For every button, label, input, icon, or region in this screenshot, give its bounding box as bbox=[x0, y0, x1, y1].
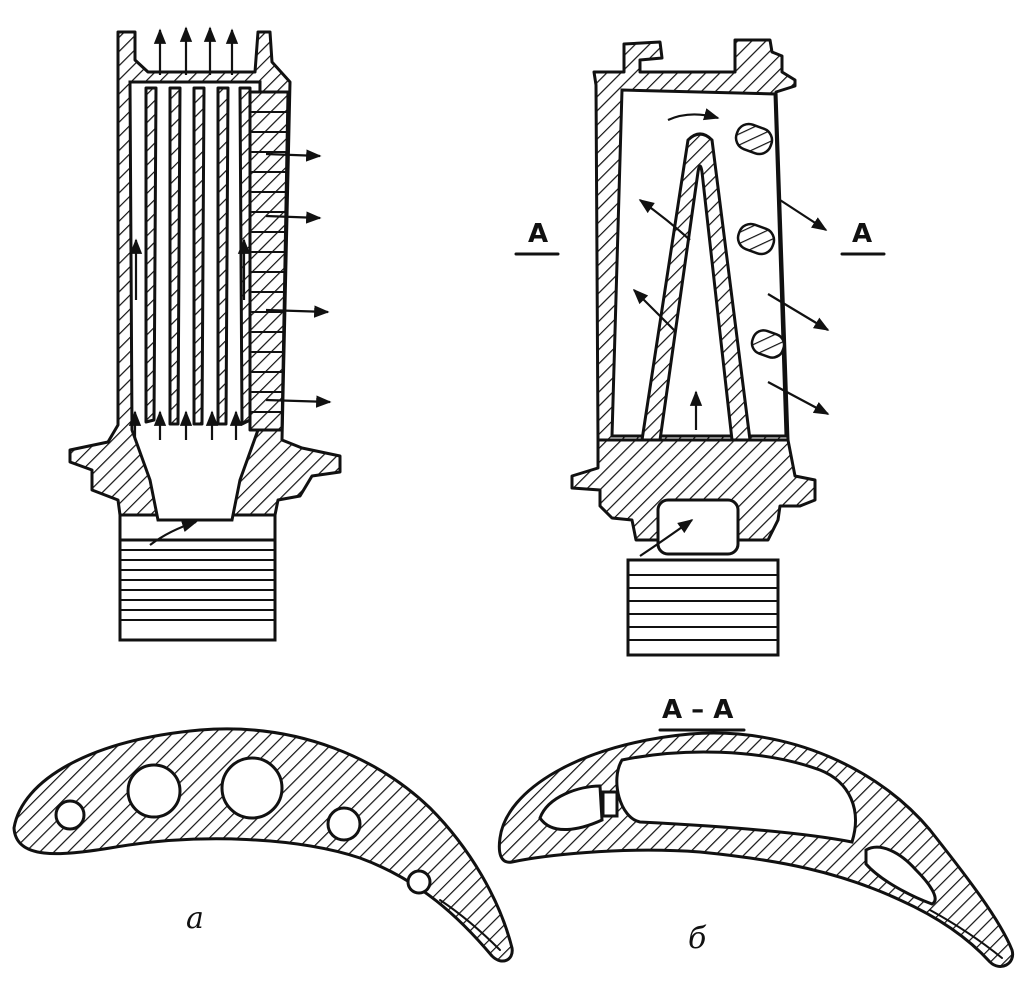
section-title: A – A bbox=[662, 695, 733, 725]
blade-b-pin-fins bbox=[734, 122, 786, 359]
blade-b-airflow-arrows bbox=[632, 108, 830, 557]
profile-a-hole-1 bbox=[54, 799, 86, 831]
section-right-label: A bbox=[852, 219, 872, 249]
section-markers: A A bbox=[514, 219, 886, 256]
blade-a-root bbox=[118, 513, 277, 642]
profile-b-cavity-main bbox=[615, 750, 857, 844]
blade-b-core bbox=[640, 132, 752, 442]
caption-a: а bbox=[186, 901, 204, 936]
section-left-label: A bbox=[528, 219, 548, 249]
blade-a-longitudinal-section bbox=[68, 26, 342, 642]
profile-b-cavity-leading bbox=[538, 784, 604, 832]
profile-a-cross-section: а bbox=[12, 727, 514, 963]
profile-a-hole-4 bbox=[326, 806, 362, 842]
profile-b-cross-section: A – A б bbox=[497, 695, 1015, 968]
profile-b-cavity-trailing bbox=[864, 845, 937, 906]
profile-a-hole-2 bbox=[126, 763, 182, 819]
profile-a-hole-3 bbox=[220, 756, 284, 820]
blade-b-root bbox=[626, 558, 780, 657]
caption-b: б bbox=[688, 921, 707, 956]
blade-a-channel-walls bbox=[144, 86, 252, 426]
blade-a-airflow-arrows bbox=[128, 26, 332, 546]
profile-a-hole-5 bbox=[406, 869, 432, 895]
blade-b-longitudinal-section: A A bbox=[514, 38, 886, 657]
blade-a-trailing-slots bbox=[248, 90, 290, 432]
